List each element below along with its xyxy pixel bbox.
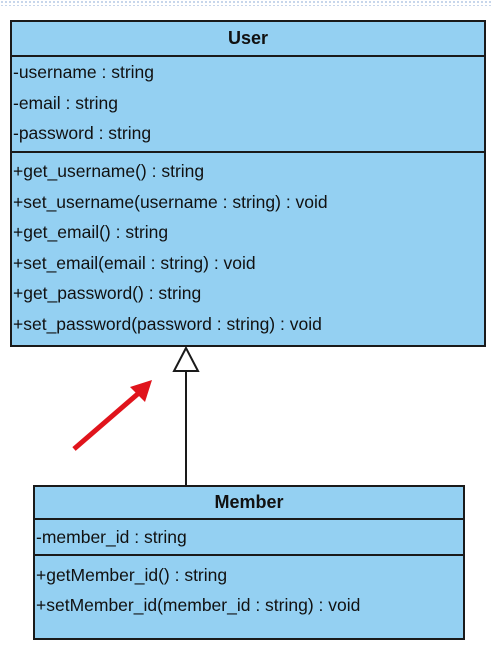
method: +set_username(username : string) : void <box>13 191 328 212</box>
attribute: -password : string <box>13 123 152 143</box>
attribute: -email : string <box>13 92 119 113</box>
class-name: Member <box>214 492 284 512</box>
class-member[interactable]: Member -member_id : string +getMember_id… <box>33 485 465 640</box>
class-name: User <box>227 28 269 48</box>
method: +setMember_id(member_id : string) : void <box>36 595 361 615</box>
class-user[interactable]: User -username : string -email : string … <box>10 20 486 347</box>
attributes-section: -member_id : string <box>35 518 463 554</box>
attribute: -member_id : string <box>36 527 187 547</box>
red-annotation-arrow-icon <box>72 380 152 451</box>
method: +get_username() : string <box>13 161 205 181</box>
method: +getMember_id() : string <box>36 565 228 585</box>
method: +set_email(email : string) : void <box>13 252 256 273</box>
top-border-pattern <box>0 0 493 6</box>
methods-section: +getMember_id() : string +setMember_id(m… <box>35 554 463 620</box>
method: +get_password() : string <box>13 283 202 303</box>
attribute: -username : string <box>13 62 155 82</box>
attributes-section: -username : string -email : string -pass… <box>12 55 484 151</box>
method: +set_password(password : string) : void <box>13 313 322 334</box>
methods-section: +get_username() : string +set_username(u… <box>12 151 484 339</box>
method: +get_email() : string <box>13 222 169 242</box>
generalization-arrowhead-icon <box>172 345 200 372</box>
